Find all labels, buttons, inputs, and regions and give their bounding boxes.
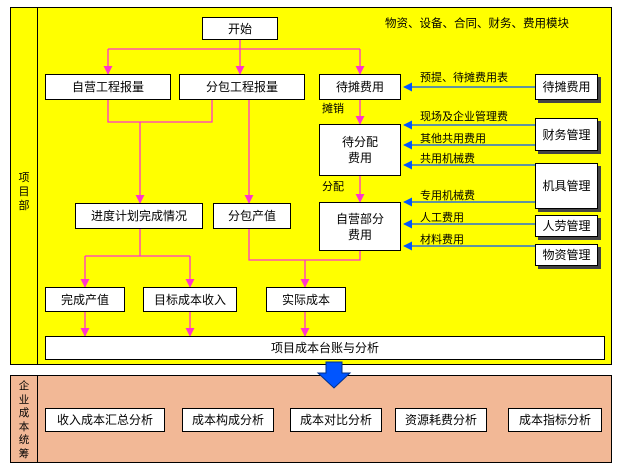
label-prepaid: 预提、待摊费用表 [420, 71, 508, 84]
module-title: 物资、设备、合同、财务、费用模块 [385, 16, 569, 30]
src-finance-node: 财务管理 [535, 118, 598, 151]
label-amortize: 摊销 [322, 102, 344, 115]
down-arrow-icon [316, 361, 352, 389]
project-department-side-label: 项目部 [10, 7, 38, 365]
sub-output-node: 分包产值 [213, 203, 291, 229]
self-report-node: 自营工程报量 [45, 74, 171, 100]
progress-node: 进度计划完成情况 [75, 203, 203, 229]
src-material-node: 物资管理 [535, 244, 598, 266]
src-equipment-node: 机具管理 [535, 163, 598, 209]
self-cost-line1: 自营部分 [335, 211, 384, 226]
src-pending-node: 待摊费用 [535, 74, 598, 100]
self-cost-line2: 费用 [347, 227, 372, 242]
start-node: 开始 [202, 17, 278, 40]
actual-cost-node: 实际成本 [266, 287, 346, 312]
done-output-node: 完成产值 [45, 287, 125, 312]
analysis-cost-comparison: 成本对比分析 [290, 408, 382, 432]
edge-sub-progress [140, 100, 213, 123]
label-shared-machine: 共用机械费 [420, 152, 475, 165]
ledger-node: 项目成本台账与分析 [45, 336, 605, 360]
analysis-resource-consumption: 资源耗费分析 [395, 408, 487, 432]
edge-self-branch [107, 100, 145, 204]
label-site-mgmt: 现场及企业管理费 [420, 110, 508, 123]
project-department-label: 项目部 [18, 171, 30, 212]
target-income-node: 目标成本收入 [143, 287, 237, 312]
sub-report-node: 分包工程报量 [179, 74, 305, 100]
to-allocate-node: 待分配 费用 [319, 124, 401, 176]
enterprise-label: 企业成本统筹 [18, 380, 30, 460]
self-cost-node: 自营部分 费用 [319, 202, 401, 251]
analysis-cost-indicator: 成本指标分析 [508, 408, 602, 432]
src-labor-node: 人劳管理 [535, 215, 598, 237]
label-material-cost: 材料费用 [420, 233, 464, 246]
label-other-shared: 其他共用费用 [420, 132, 486, 145]
label-labor-cost: 人工费用 [420, 211, 464, 224]
analysis-income-summary: 收入成本汇总分析 [45, 408, 165, 432]
enterprise-side-label: 企业成本统筹 [10, 375, 38, 463]
to-allocate-line1: 待分配 [341, 135, 378, 149]
label-allocate: 分配 [322, 180, 344, 193]
to-allocate-line2: 费用 [347, 151, 372, 165]
label-dedicated-machine: 专用机械费 [420, 189, 475, 202]
pending-cost-node: 待摊费用 [319, 74, 401, 100]
analysis-cost-composition: 成本构成分析 [182, 408, 274, 432]
